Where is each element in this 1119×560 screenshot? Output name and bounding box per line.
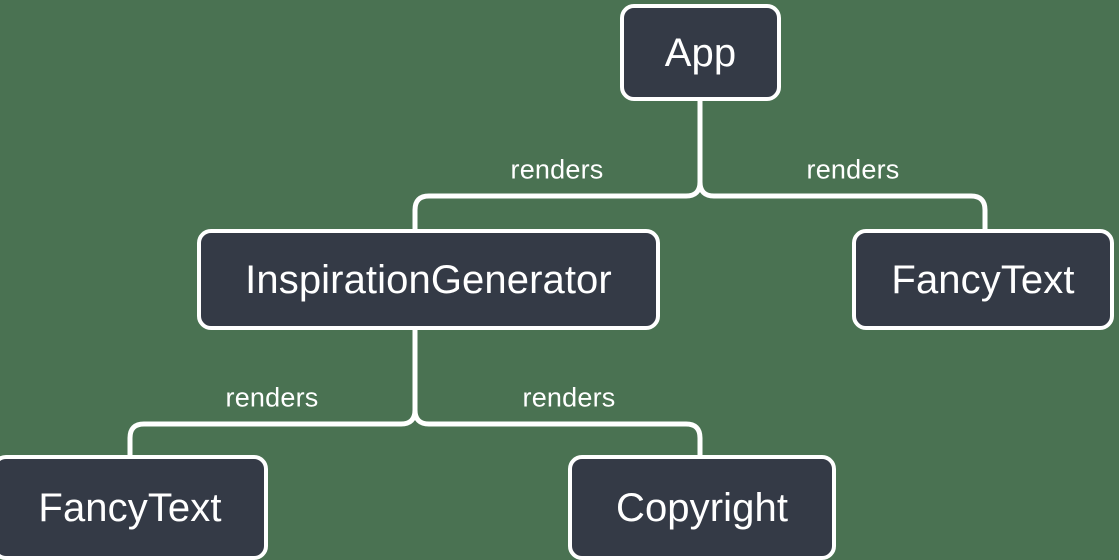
node-fancytext-right[interactable]: FancyText	[852, 229, 1114, 330]
connector-app-stem	[685, 101, 703, 199]
node-fancytext-bottom-label: FancyText	[38, 485, 222, 530]
node-fancytext-right-label: FancyText	[891, 257, 1075, 302]
connector-inspirationgenerator-to-fancytext-bottom	[127, 421, 401, 455]
node-app[interactable]: App	[620, 4, 781, 101]
connector-app-junction-right	[697, 181, 715, 199]
connector-app-to-fancytext-right	[714, 193, 988, 229]
node-fancytext-bottom[interactable]: FancyText	[0, 455, 268, 560]
edge-label-inspirationgenerator-to-copyright: renders	[512, 384, 626, 412]
node-app-label: App	[664, 30, 737, 75]
node-copyright[interactable]: Copyright	[568, 455, 836, 560]
connector-inspirationgenerator-junction-right	[412, 409, 430, 427]
edge-label-app-to-inspirationgenerator: renders	[500, 156, 614, 184]
node-copyright-label: Copyright	[615, 485, 789, 530]
connector-inspirationgenerator-stem	[400, 330, 418, 427]
edge-label-inspirationgenerator-to-fancytext-bottom: renders	[215, 384, 329, 412]
connector-inspirationgenerator-to-copyright	[429, 421, 703, 455]
edge-label-app-to-fancytext-right: renders	[796, 156, 910, 184]
connector-app-to-inspirationgenerator	[412, 193, 686, 229]
node-inspirationgenerator-label: InspirationGenerator	[245, 257, 612, 302]
node-inspirationgenerator[interactable]: InspirationGenerator	[197, 229, 660, 330]
